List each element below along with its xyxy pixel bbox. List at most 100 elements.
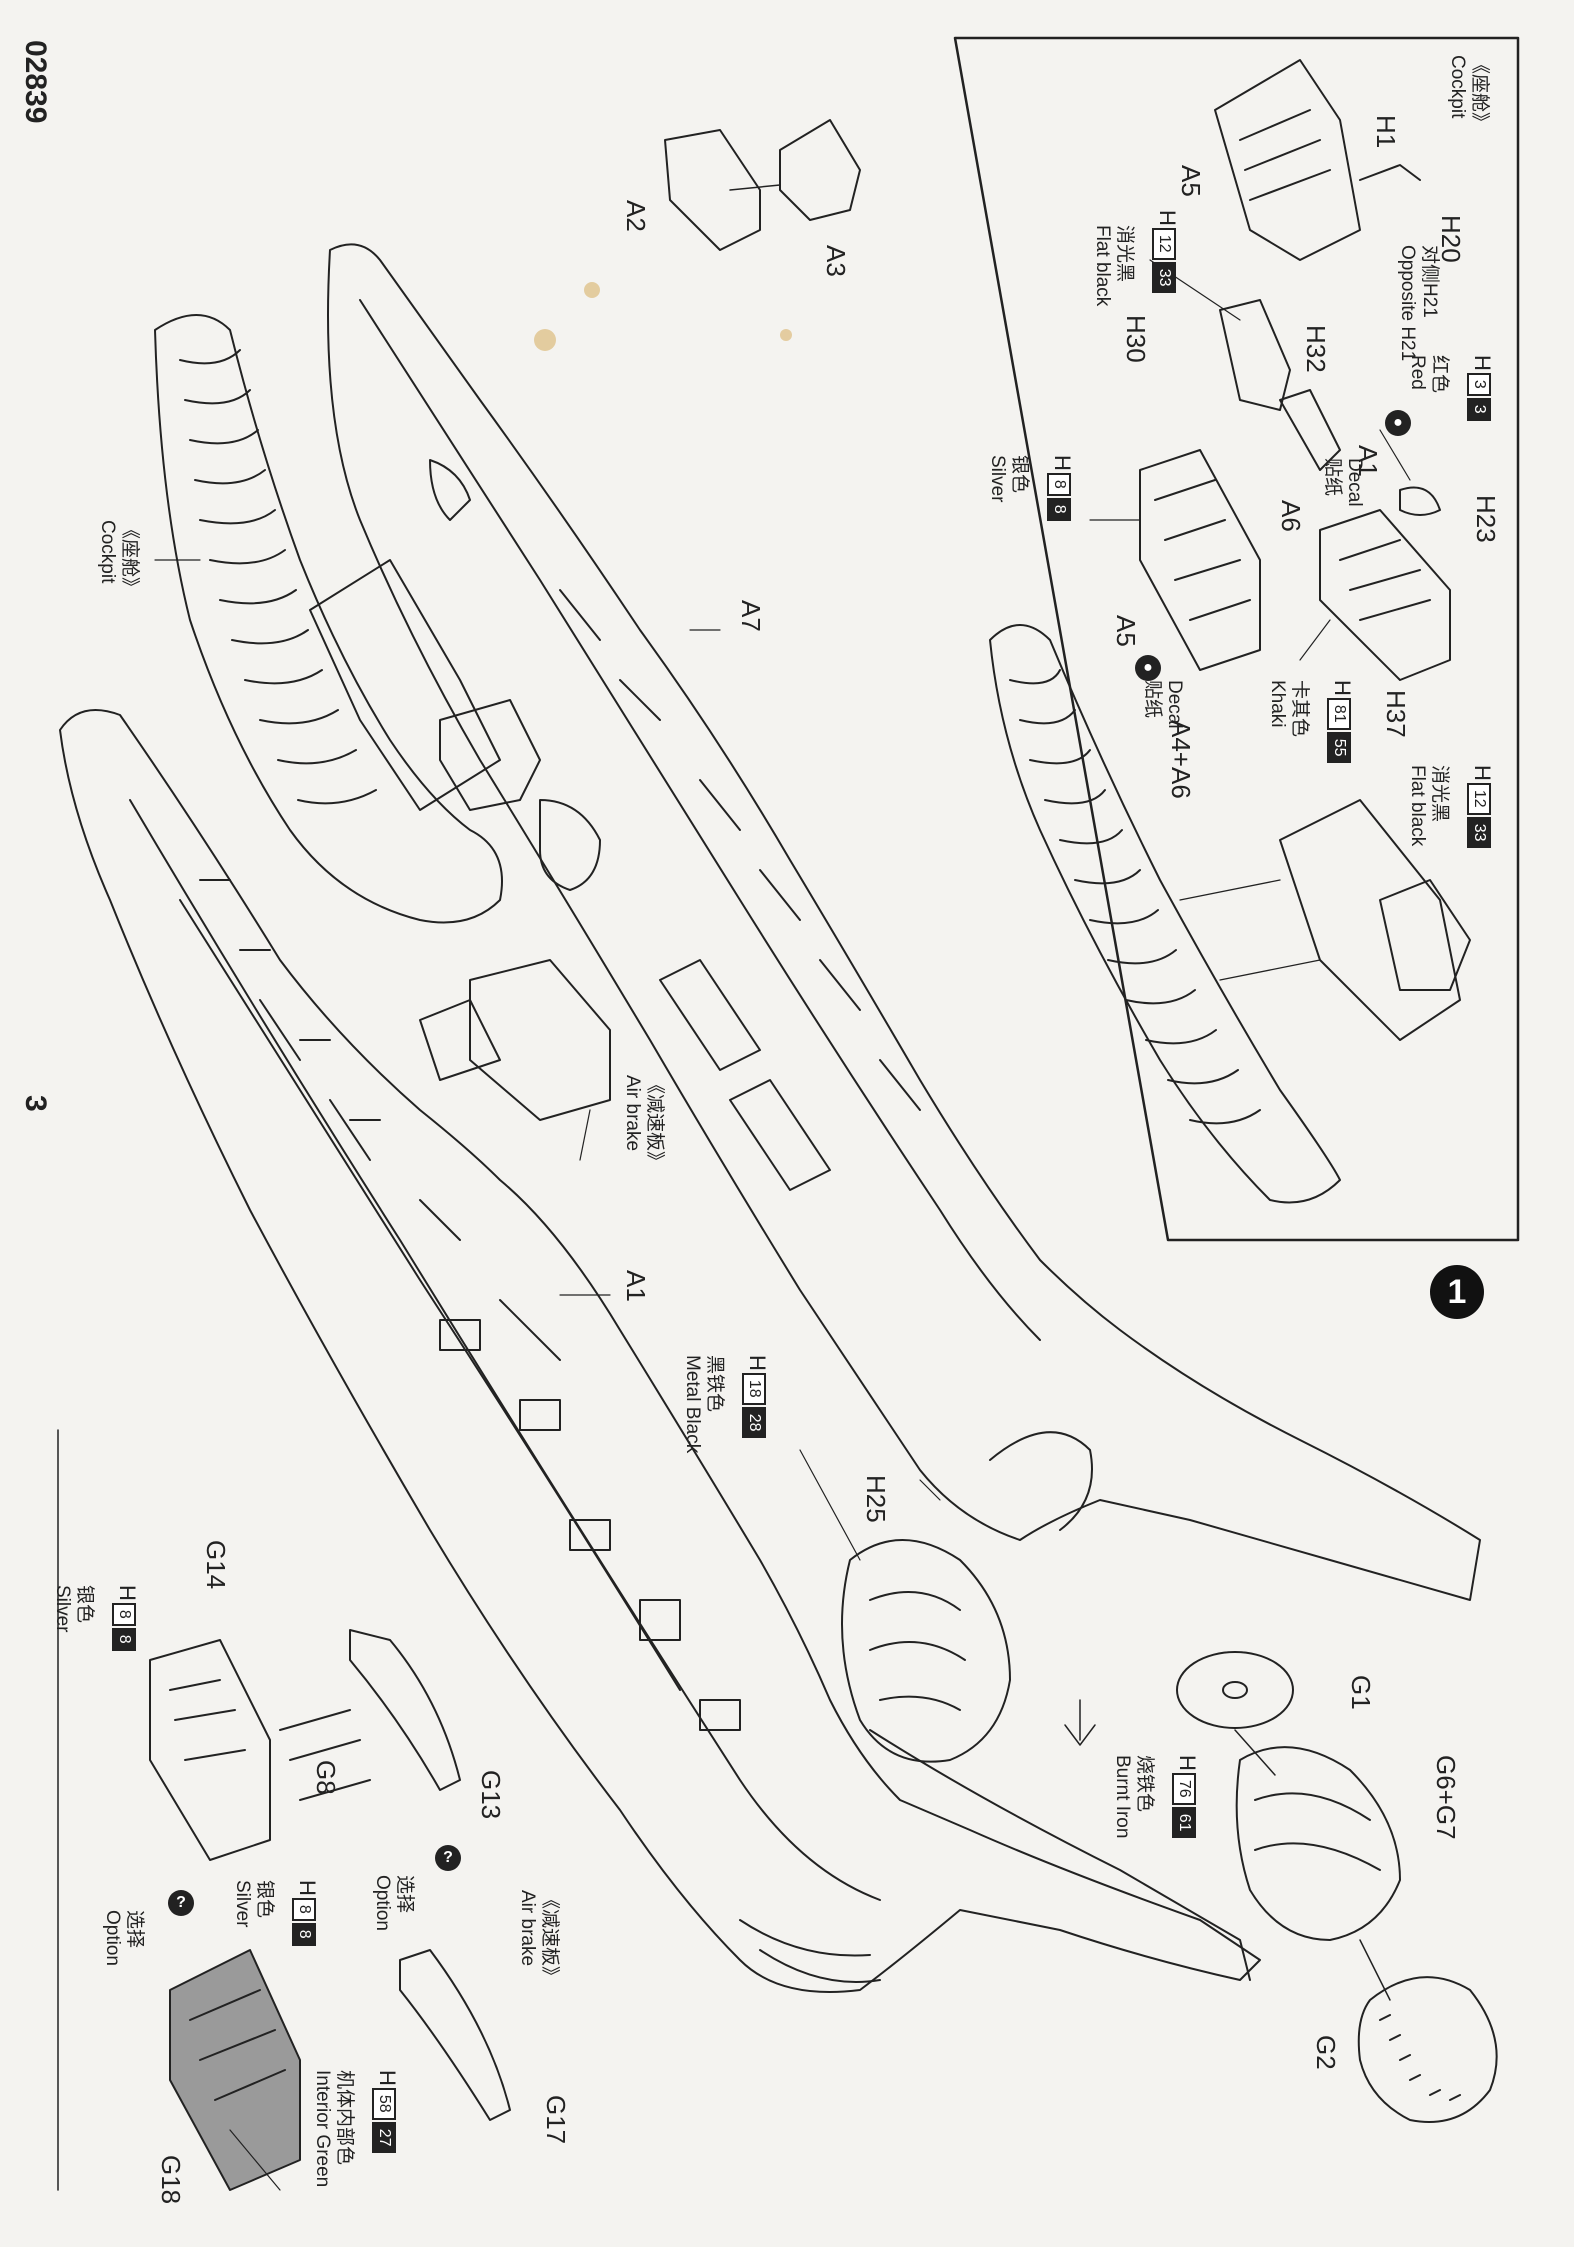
part-g6-g7-rings (1254, 1792, 1381, 1871)
part-g18-detail (189, 1989, 286, 2101)
label-g13: G13 (476, 1770, 506, 1820)
label-g17: G17 (541, 2095, 571, 2145)
inset-color-silver-1: H88 (1047, 455, 1075, 521)
inset-seat-h37 (1319, 509, 1451, 681)
inset-color-flat-black-2: H1233 (1467, 765, 1495, 849)
page-number: 3 (19, 1095, 52, 1112)
inset-arrow-2 (1219, 959, 1321, 981)
fuselage-a7-inner-edge (359, 299, 1041, 1341)
engine-nozzle (841, 1539, 1011, 1763)
label-g18: G18 (156, 2155, 186, 2205)
inset-frame (953, 36, 1520, 1242)
color-interior-green-name: 机体内部色 Interior Green (312, 2070, 355, 2188)
inset-leader-h81 (1299, 619, 1331, 661)
inset-color-khaki-name: 卡其色 Khaki (1267, 680, 1310, 738)
inset-part-h23 (1399, 486, 1441, 516)
fuselage-a7-detail (429, 459, 471, 521)
label-g1: G1 (1346, 1675, 1376, 1710)
part-g13 (349, 1629, 461, 1791)
part-g17 (399, 1949, 511, 2121)
option-icon-2: ? (168, 1890, 194, 1916)
inset-color-red: H33 (1467, 355, 1495, 421)
label-a7: A7 (736, 600, 766, 632)
inset-label-opposite-h21: 对侧H21 Opposite H21 (1397, 245, 1440, 362)
inset-color-red-name: 红色 Red (1407, 355, 1450, 394)
main-cockpit-seat (439, 699, 541, 811)
fuselage-a1-panel-line (179, 899, 681, 1691)
inset-seat-h37-grid (1339, 539, 1431, 621)
part-g1 (1176, 1651, 1294, 1729)
part-g14-detail (169, 1679, 246, 1761)
inset-leader-h3 (1379, 429, 1411, 481)
label-g2: G2 (1311, 2035, 1341, 2070)
fuselage-a7-box (659, 959, 831, 1191)
main-cockpit-console (309, 559, 501, 811)
inset-label-h30: H30 (1121, 315, 1151, 363)
fuselage-a1-panel-boxes (439, 1319, 741, 1731)
color-metal-black: H1828 (742, 1355, 770, 1439)
fuselage-a7-intake (989, 1431, 1093, 1531)
inset-fuselage-a4-ribs (1009, 669, 1261, 1125)
inset-tub-a5-ribs (1239, 109, 1331, 201)
main-cockpit-tub (154, 314, 503, 924)
arrow-g2 (1359, 1939, 1391, 2001)
inset-color-silver-1-name: 银色 Silver (987, 455, 1030, 503)
inset-panel-a6 (1139, 449, 1261, 671)
part-a2 (664, 129, 761, 251)
decal-icon-2: ● (1135, 655, 1161, 681)
part-g8 (279, 1709, 371, 1801)
inset-label-h23: H23 (1471, 495, 1501, 543)
part-a3 (779, 119, 861, 221)
paper-stains (534, 282, 792, 351)
label-option-1: 选择 Option (372, 1875, 415, 1931)
arrow-burnt-iron (1064, 1699, 1096, 1746)
label-option-2: 选择 Option (102, 1910, 145, 1966)
inset-label-a4-a6: A4+A6 (1166, 720, 1196, 799)
part-g2 (1357, 1976, 1498, 2123)
label-air-brake: 《减速板》 Air brake (622, 1075, 665, 1171)
inset-fuselage-a4 (989, 624, 1341, 1204)
color-silver-2: H88 (112, 1585, 140, 1651)
color-silver-2-name: 银色 Silver (52, 1585, 95, 1633)
part-g6-g7 (1235, 1746, 1401, 1941)
decal-icon: ● (1385, 410, 1411, 436)
main-cockpit-stick (539, 799, 601, 891)
main-cockpit-label: 《座舱》 Cockpit (97, 520, 140, 597)
fuselage-a1-wing (869, 1729, 1251, 1981)
inset-part-h32 (1279, 389, 1341, 471)
fuselage-a7-outline (327, 243, 1481, 1601)
inset-stick-h1 (1359, 164, 1421, 181)
leader-g18 (229, 2129, 281, 2191)
inset-label-a6: A6 (1276, 500, 1306, 532)
inset-label-a5-mid: A5 (1111, 615, 1141, 647)
label-g14: G14 (201, 1540, 231, 1590)
label-a1: A1 (621, 1270, 651, 1302)
inset-label-h32: H32 (1301, 325, 1331, 373)
inset-label-h1: H1 (1371, 115, 1401, 149)
leader-h25 (919, 1479, 941, 1501)
color-burnt-iron: H7661 (1172, 1755, 1200, 1839)
fuselage-a1-nozzle-ring (739, 1919, 881, 1983)
fuselage-a7-slots (559, 589, 921, 1111)
inset-color-flat-black-1-name: 消光黑 Flat black (1092, 225, 1135, 307)
leader-metal-black (799, 1449, 861, 1561)
inset-label-a5: A5 (1176, 165, 1206, 197)
inset-panel-a6-ribs (1154, 479, 1251, 621)
inset-color-flat-black-2-name: 消光黑 Flat black (1407, 765, 1450, 847)
step-number-badge: 1 (1430, 1265, 1484, 1319)
fuselage-a1-outline (59, 709, 1261, 1993)
arrow-a3-a2 (729, 184, 781, 191)
label-h25: H25 (861, 1475, 891, 1523)
color-silver-3: H88 (292, 1880, 320, 1946)
part-g2-teeth (1379, 2014, 1461, 2101)
part-g1-inner (1222, 1681, 1248, 1699)
inset-label-decal: Decal 贴纸 (1322, 458, 1365, 507)
leader-airbrake (579, 1109, 591, 1161)
air-brake-part (469, 959, 611, 1121)
part-g18 (169, 1949, 301, 2191)
color-interior-green: H5827 (372, 2070, 400, 2154)
color-silver-3-name: 银色 Silver (232, 1880, 275, 1928)
label-air-brake-2: 《减速板》 Air brake (517, 1890, 560, 1986)
